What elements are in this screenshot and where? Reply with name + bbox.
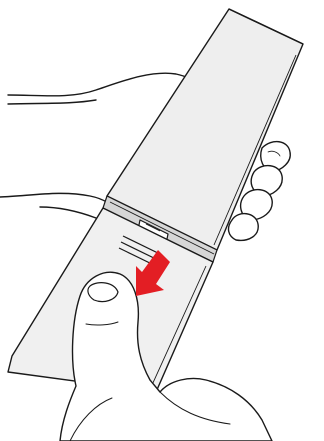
gripping-fingers-icon xyxy=(227,141,291,242)
lower-hand-icon xyxy=(59,271,273,441)
arrow-down-left-icon xyxy=(136,250,170,296)
